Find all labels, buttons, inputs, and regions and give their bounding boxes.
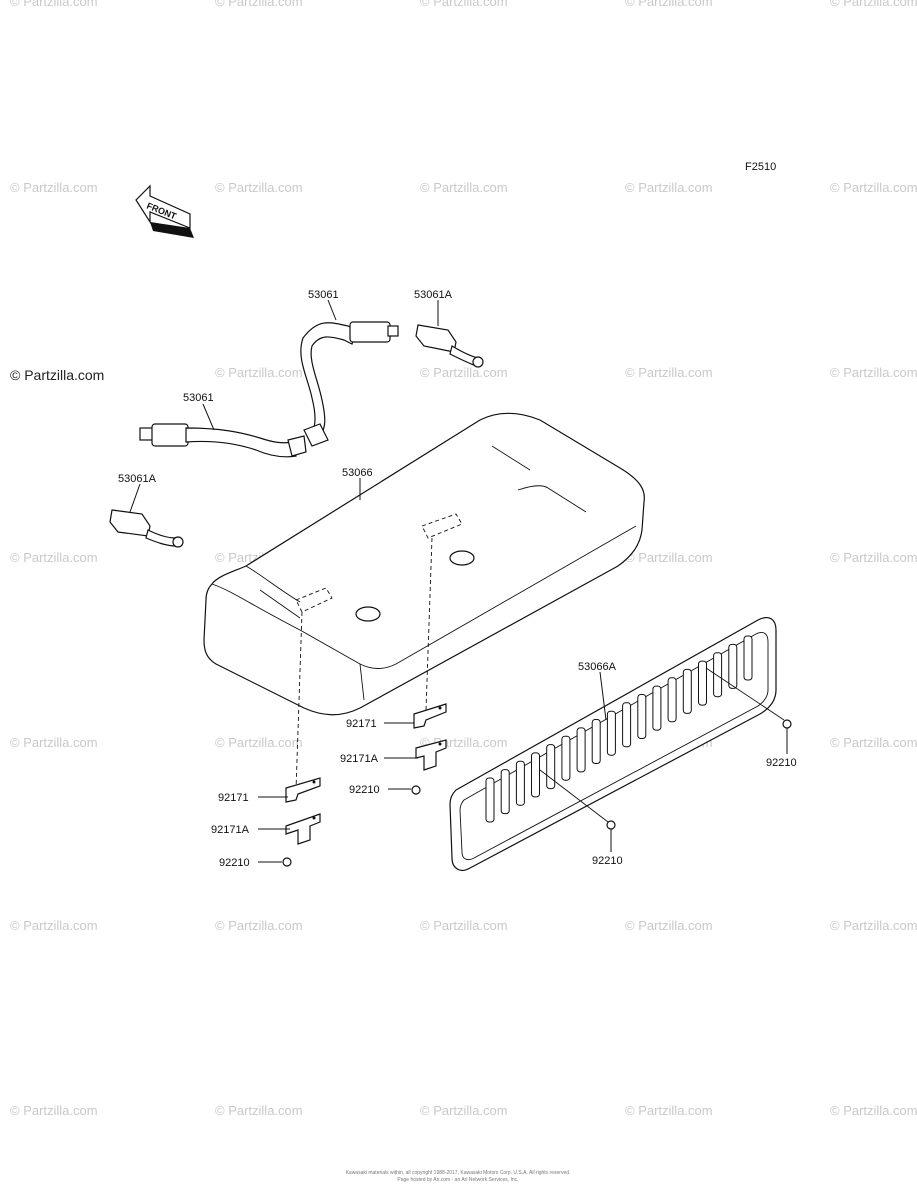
watermark: © Partzilla.com [10,1103,98,1118]
panel-slot [622,702,632,748]
label-bracket-left-a: 92171A [211,824,250,836]
panel-slot [515,760,525,806]
label-nut-left: 92210 [219,857,250,869]
buckle-lower [109,509,184,548]
panel-slot [531,752,540,798]
panel-slot [591,719,601,764]
nut-panel-right-icon [782,719,792,729]
panel-slot [713,652,723,698]
front-arrow-icon: FRONT [135,184,194,238]
panel-slots [485,635,753,823]
watermark: © Partzilla.com [625,180,713,195]
label-nut-center: 92210 [349,784,380,796]
watermark: © Partzilla.com [420,918,508,933]
leader-lines [129,299,788,863]
watermark-layer: © Partzilla.com © Partzilla.com © Partzi… [10,0,917,1118]
watermark: © Partzilla.com [830,1103,917,1118]
seat-cushion [203,412,645,716]
watermark: © Partzilla.com [830,918,917,933]
label-nut-panel-right: 92210 [766,757,797,769]
watermark: © Partzilla.com [420,365,508,380]
watermark: © Partzilla.com [625,550,713,565]
panel-slot [667,677,677,723]
label-belt-upper: 53061 [308,289,339,301]
panel-slot [576,727,586,773]
watermark: © Partzilla.com [215,365,303,380]
panel-slot [698,660,707,706]
rear-panel [449,617,777,871]
watermark-dark: © Partzilla.com [10,367,104,383]
nut-left-icon [282,857,292,867]
watermark: © Partzilla.com [625,0,713,9]
panel-bolt-line-lower [539,769,609,823]
guide-line-left [295,611,303,791]
bracket-left-92171a [285,813,321,845]
panel-slot [561,735,571,781]
figure-code: F2510 [745,161,776,173]
watermark: © Partzilla.com [830,180,917,195]
buckle-upper [415,324,484,368]
watermark: © Partzilla.com [10,0,98,9]
watermark: © Partzilla.com [420,1103,508,1118]
copyright-line-2: Page hosted by Ari.com - an Ari Network … [397,1177,518,1183]
bracket-left-92171 [285,777,321,803]
watermark: © Partzilla.com [830,0,917,9]
watermark: © Partzilla.com [215,180,303,195]
label-belt-lower: 53061 [183,392,214,404]
watermark: © Partzilla.com [625,1103,713,1118]
panel-slot [728,643,738,689]
label-buckle-upper: 53061A [414,289,453,301]
panel-bolt-line-right [705,667,785,721]
watermark: © Partzilla.com [215,0,303,9]
watermark: © Partzilla.com [420,180,508,195]
panel-slot [546,744,556,790]
label-panel: 53066A [578,661,617,673]
panel-slot [606,710,616,756]
watermark: © Partzilla.com [625,365,713,380]
watermark: © Partzilla.com [10,550,98,565]
label-bracket-center: 92171 [346,718,377,730]
copyright-line-1: Kawasaki materials within, all copyright… [346,1170,571,1176]
watermark: © Partzilla.com [420,0,508,9]
watermark: © Partzilla.com [830,365,917,380]
bracket-center-92171 [413,703,447,729]
guide-line-center [425,537,433,711]
panel-slot [500,769,510,815]
label-seat: 53066 [342,467,373,479]
watermark: © Partzilla.com [10,180,98,195]
watermark: © Partzilla.com [215,918,303,933]
label-bracket-center-a: 92171A [340,753,379,765]
watermark: © Partzilla.com [830,735,917,750]
panel-slot [682,668,692,714]
watermark: © Partzilla.com [215,1103,303,1118]
label-buckle-lower: 53061A [118,473,157,485]
label-bracket-left: 92171 [218,792,249,804]
panel-slot [637,694,647,739]
seat-belt-lower [139,423,307,458]
watermark: © Partzilla.com [10,918,98,933]
seat-belt-upper [300,321,399,447]
watermark: © Partzilla.com [215,735,303,750]
bracket-center-92171a [415,739,447,771]
watermark: © Partzilla.com [830,550,917,565]
label-nut-panel-lower: 92210 [592,855,623,867]
watermark: © Partzilla.com [10,735,98,750]
panel-slot [743,635,753,681]
nut-center-icon [411,785,421,795]
panel-slot [485,777,495,823]
watermark: © Partzilla.com [625,918,713,933]
panel-slot [652,685,662,731]
nut-panel-lower-icon [606,820,616,830]
